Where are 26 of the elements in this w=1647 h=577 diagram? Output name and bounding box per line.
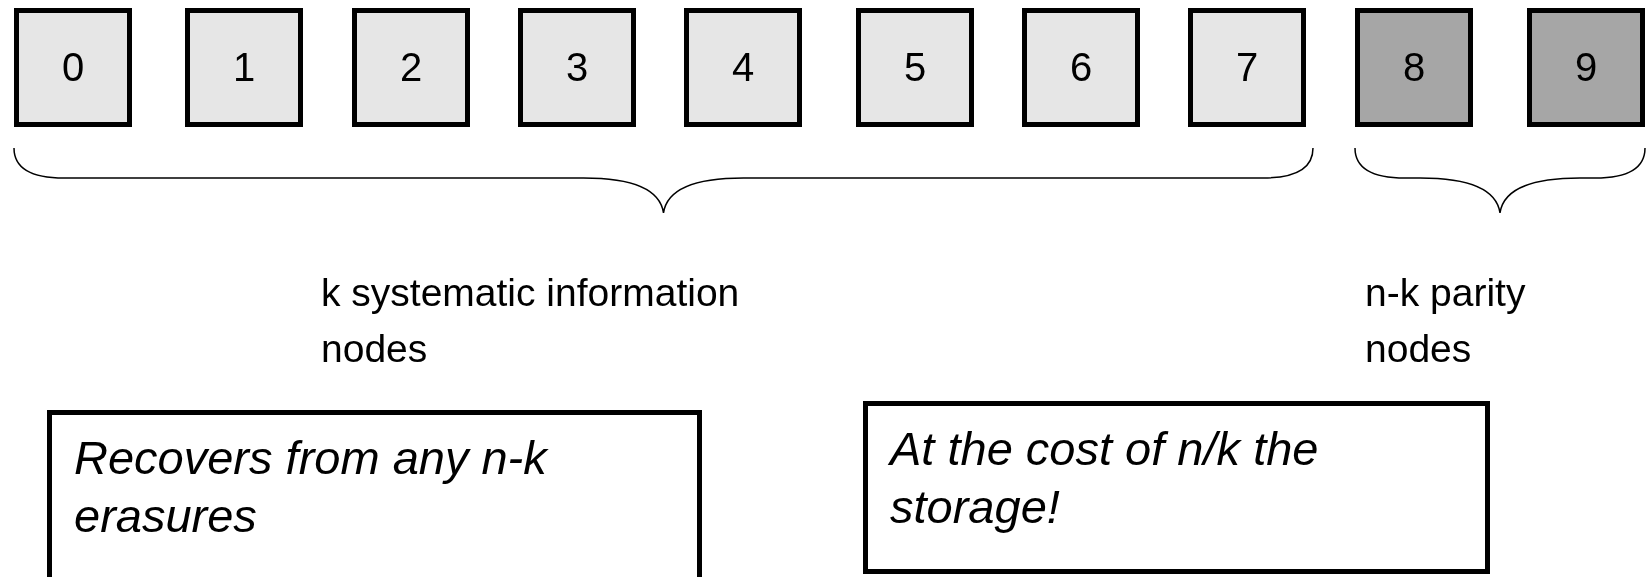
storage-node-box <box>518 8 636 127</box>
node-number: 2 <box>399 45 423 90</box>
brace-label: n-k parity nodes <box>1365 270 1527 372</box>
note-text: At the cost of n/k the storage! <box>890 421 1320 535</box>
node-number: 9 <box>1574 45 1598 90</box>
node-number: 0 <box>61 45 85 90</box>
node-number: 7 <box>1235 45 1259 90</box>
storage-node-box <box>684 8 802 127</box>
node-number: 1 <box>232 45 256 90</box>
storage-node-box <box>352 8 470 127</box>
node-number: 6 <box>1069 45 1093 90</box>
storage-node-box <box>1355 8 1473 127</box>
note-text: Recovers from any n-k erasures <box>74 430 550 544</box>
note-box <box>863 401 1490 574</box>
node-number: 3 <box>565 45 589 90</box>
node-number: 5 <box>903 45 927 90</box>
storage-node-box <box>1022 8 1140 127</box>
brace-label: k systematic information nodes <box>321 270 741 372</box>
storage-node-box <box>185 8 303 127</box>
note-box <box>47 410 702 577</box>
node-number: 8 <box>1402 45 1426 90</box>
node-number: 4 <box>731 45 755 90</box>
storage-node-box <box>856 8 974 127</box>
storage-node-box <box>1188 8 1306 127</box>
storage-node-box <box>1527 8 1645 127</box>
storage-node-box <box>14 8 132 127</box>
